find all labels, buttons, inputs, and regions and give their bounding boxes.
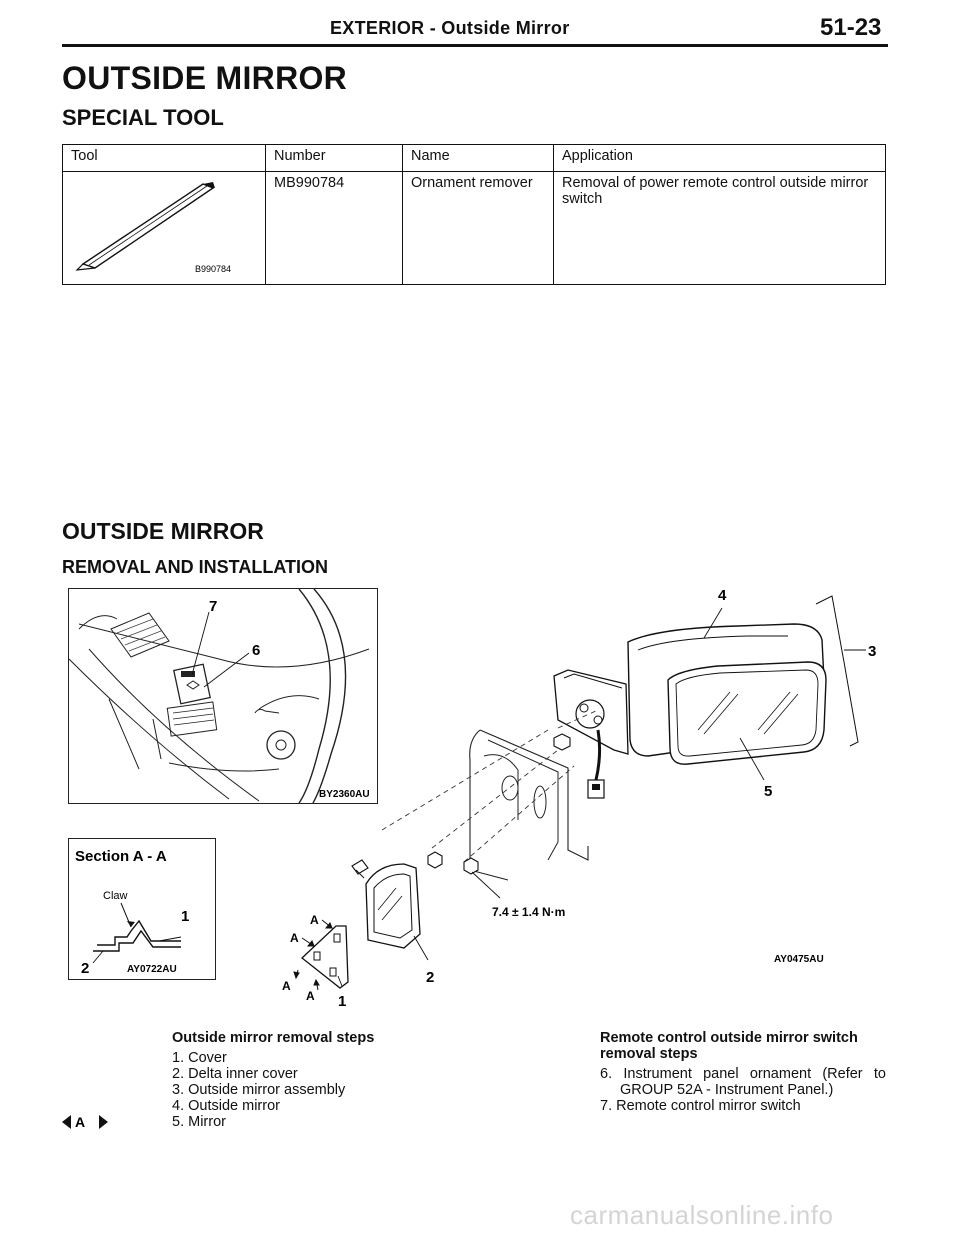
table-header-row: Tool Number Name Application — [62, 144, 886, 172]
label-5: 5 — [764, 783, 772, 800]
section-title: OUTSIDE MIRROR — [62, 60, 348, 96]
label-2: 2 — [426, 969, 434, 986]
label-6-dashboard: 6 — [252, 642, 260, 659]
ornament-remover-illustration: B990784 — [75, 182, 231, 274]
dashboard-inset: 7 6 BY2360AU — [68, 588, 378, 804]
label-a-1: A — [310, 913, 319, 927]
section-aa-inset: Section A - A Claw 1 2 AY0722AU — [68, 838, 216, 980]
col-header-application: Application — [553, 144, 886, 172]
header-rule — [62, 44, 888, 47]
watermark: carmanualsonline.info — [570, 1200, 834, 1230]
list-item: 3. Outside mirror assembly — [172, 1082, 346, 1098]
removal-steps: Outside mirror removal steps 1. Cover 2.… — [172, 1030, 552, 1130]
removal-installation-heading: REMOVAL AND INSTALLATION — [62, 557, 328, 577]
header-title: EXTERIOR - Outside Mirror — [330, 18, 570, 38]
removal-section-title: OUTSIDE MIRROR — [62, 518, 264, 544]
removal-steps-title: Outside mirror removal steps — [172, 1030, 375, 1046]
section-aa-illustration: Section A - A Claw 1 2 AY0722AU — [75, 848, 189, 977]
dashboard-illustration: 7 6 BY2360AU — [68, 588, 370, 804]
section-aa-title: Section A - A — [75, 848, 167, 865]
tool-image-label: B990784 — [195, 264, 231, 274]
label-a-2: A — [290, 931, 299, 945]
section-label-2: 2 — [81, 960, 89, 977]
list-item: 7. Remote control mirror switch — [600, 1098, 801, 1114]
special-tool-table: Tool Number Name Application B990784 MB9… — [62, 144, 886, 285]
special-tool-heading: SPECIAL TOOL — [62, 105, 224, 130]
claw-label: Claw — [103, 890, 128, 902]
list-item: 4. Outside mirror — [172, 1098, 280, 1114]
label-3: 3 — [868, 643, 876, 660]
tool-application: Removal of power remote control outside … — [553, 171, 886, 285]
mirror-exploded-view: 4 3 5 2 1 A A A A 7.4 ± 1.4 N·m AY0475AU — [282, 587, 876, 1010]
col-header-number: Number — [265, 144, 403, 172]
main-figure-code: AY0475AU — [774, 954, 824, 965]
torque-spec: 7.4 ± 1.4 N·m — [492, 905, 565, 919]
switch-removal-steps: Remote control outside mirror switch rem… — [600, 1030, 886, 1114]
page-number: 51-23 — [820, 14, 882, 41]
switch-steps-title: Remote control outside mirror switch rem… — [600, 1030, 858, 1062]
triangle-marker-icon: A — [62, 1114, 108, 1130]
tool-number: MB990784 — [265, 171, 403, 285]
list-item: 2. Delta inner cover — [172, 1066, 298, 1082]
dashboard-figure-code: BY2360AU — [319, 789, 370, 800]
label-a-3: A — [282, 979, 291, 993]
label-a-4: A — [306, 989, 315, 1003]
list-item: 5. Mirror — [172, 1114, 226, 1130]
caution-marker: A — [62, 1114, 108, 1135]
marker-letter: A — [75, 1114, 85, 1130]
tool-name: Ornament remover — [402, 171, 554, 285]
col-header-name: Name — [402, 144, 554, 172]
label-1: 1 — [338, 993, 346, 1010]
label-7-dashboard: 7 — [209, 598, 217, 615]
list-item: 6. Instrument panel ornament (Refer to G… — [600, 1066, 886, 1098]
section-label-1: 1 — [181, 908, 189, 925]
col-header-tool: Tool — [62, 144, 266, 172]
tool-illustration-cell: B990784 — [62, 171, 266, 285]
label-4: 4 — [718, 587, 727, 604]
table-row: B990784 MB990784 Ornament remover Remova… — [62, 171, 886, 285]
section-figure-code: AY0722AU — [127, 964, 177, 975]
list-item: 1. Cover — [172, 1050, 227, 1066]
